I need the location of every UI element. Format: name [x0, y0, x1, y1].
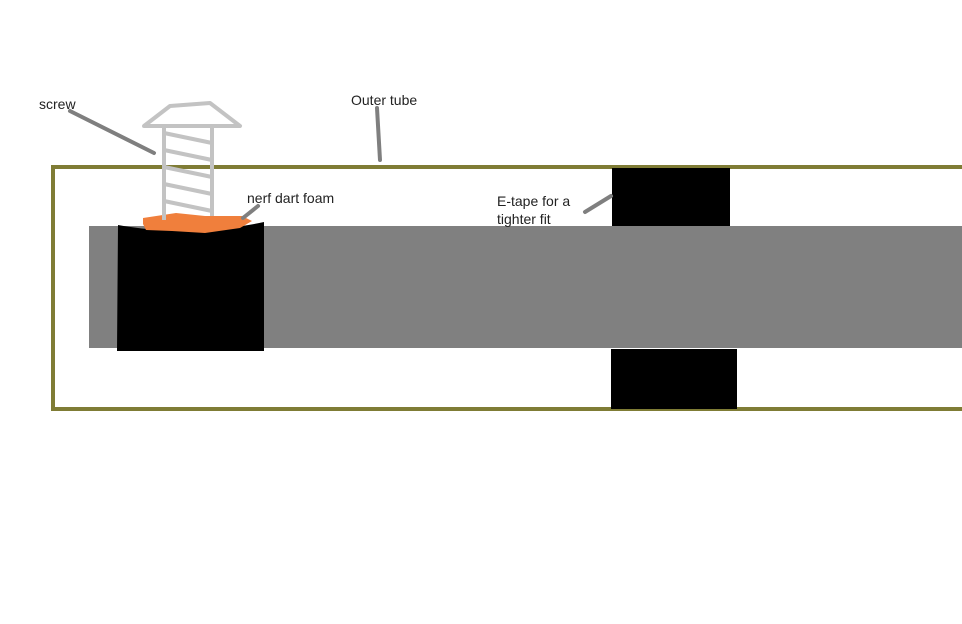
- label-etape-line1: E-tape for a: [497, 193, 570, 209]
- nerf-dart-foam: [143, 213, 252, 233]
- label-outer-tube: Outer tube: [351, 92, 417, 108]
- black-plug: [117, 222, 264, 351]
- outer-tube: [51, 165, 962, 411]
- leader-etape: [583, 194, 613, 214]
- leader-lines: [68, 106, 613, 220]
- label-etape-line2: tighter fit: [497, 211, 551, 227]
- label-screw: screw: [39, 96, 76, 112]
- leader-outer-tube: [375, 106, 382, 162]
- screw-threads: [163, 131, 213, 213]
- leader-screw: [68, 109, 156, 155]
- screw-head: [142, 101, 242, 128]
- label-nerf-dart-foam: nerf dart foam: [247, 190, 334, 206]
- etape-bottom: [611, 349, 737, 409]
- leader-foam: [241, 204, 260, 220]
- screw-icon: [142, 101, 242, 220]
- etape-top: [612, 168, 730, 226]
